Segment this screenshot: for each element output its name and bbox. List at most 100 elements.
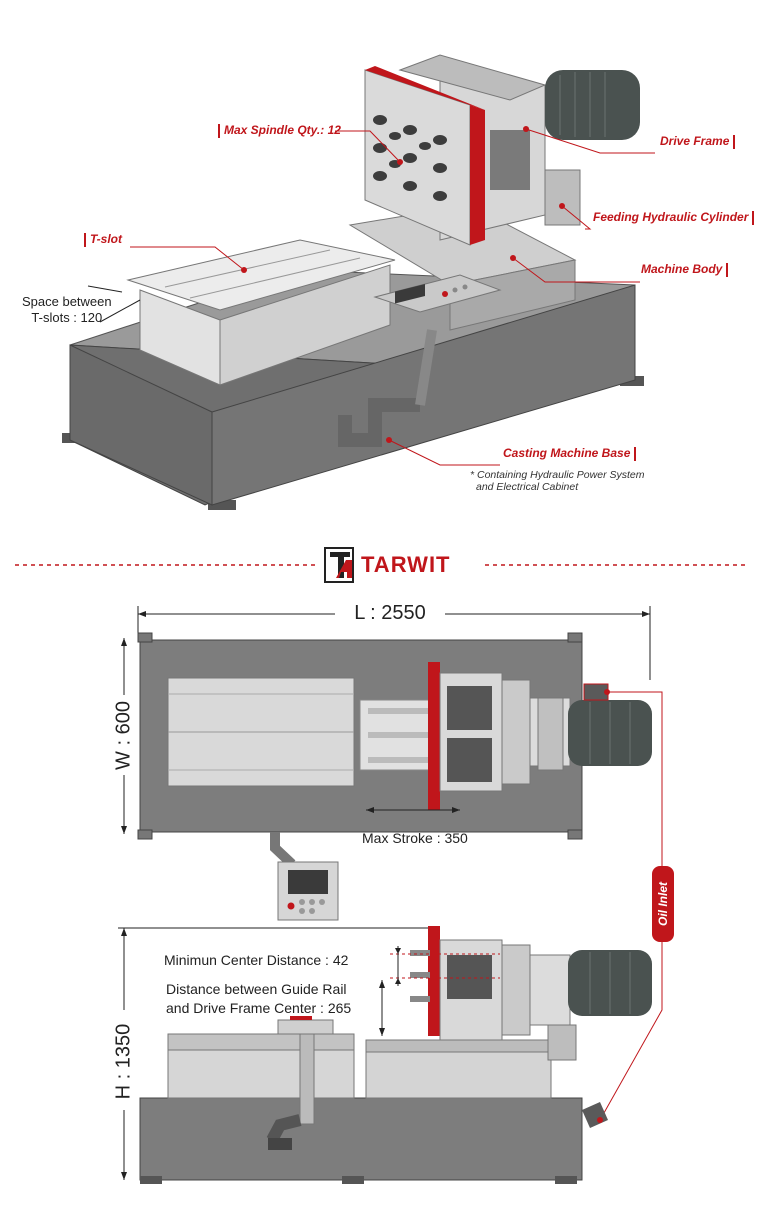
side-drive-plate xyxy=(428,926,440,1036)
brand: TARWIT xyxy=(325,548,451,582)
side-coupling xyxy=(529,954,571,1026)
top-base-foot xyxy=(567,632,583,643)
callout-bar xyxy=(634,446,637,461)
side-base xyxy=(139,1097,583,1181)
arrow-head xyxy=(379,980,385,988)
callout-drive-frame-label: Drive Frame xyxy=(660,134,730,148)
control-button xyxy=(452,287,458,293)
tslot-spacing-text: Space between T-slots : 120 xyxy=(22,294,112,326)
dim-width-label: W : 600 xyxy=(112,701,135,770)
oil-inlet-tag: Oil Inlet xyxy=(652,866,674,942)
spindle xyxy=(373,115,387,125)
spindle xyxy=(403,153,417,163)
spindle xyxy=(433,163,447,173)
side-rail xyxy=(365,1039,552,1053)
top-base-foot xyxy=(567,829,583,840)
control-screen xyxy=(395,284,425,304)
control-button xyxy=(287,902,295,910)
base-foot xyxy=(62,433,76,443)
side-pipe xyxy=(299,1033,315,1125)
callout-machine-body-label: Machine Body xyxy=(641,262,723,276)
logo-t xyxy=(330,552,350,578)
t-slot-groove xyxy=(164,249,331,288)
side-view xyxy=(113,926,652,1184)
dim-label-bg xyxy=(113,1010,135,1110)
base-foot xyxy=(208,500,236,510)
control-button xyxy=(299,908,305,914)
brand-name: TARWIT xyxy=(361,552,451,577)
callout-machine-body: Machine Body xyxy=(641,262,732,277)
drive-frame-plate-top xyxy=(365,66,485,110)
drive-frame-top xyxy=(398,54,547,101)
oil-inlet-leader xyxy=(607,691,663,866)
arrow-head xyxy=(366,807,374,813)
arrow-head xyxy=(642,611,650,617)
rail xyxy=(368,708,428,714)
logo-a xyxy=(336,560,352,578)
hydraulic-pipe xyxy=(338,398,420,447)
dim-stroke-label: Max Stroke : 350 xyxy=(362,830,468,846)
top-motor-flange xyxy=(537,697,564,771)
spindle xyxy=(373,171,387,181)
side-foot xyxy=(342,1176,364,1184)
side-cylinder xyxy=(547,1024,577,1061)
callout-casting-base: Casting Machine Base xyxy=(503,446,640,461)
motor xyxy=(545,70,640,140)
dim-label-bg xyxy=(335,605,445,625)
side-drive-window xyxy=(447,955,492,999)
callout-max-spindle: Max Spindle Qty.: 12 xyxy=(214,123,341,138)
tslot-spacing-arrows xyxy=(87,285,141,323)
dim-guide-rail-label: Distance between Guide Rail and Drive Fr… xyxy=(166,980,351,1018)
spindles xyxy=(373,115,447,201)
callout-max-spindle-label: Max Spindle Qty.: 12 xyxy=(224,123,341,137)
callout-bar xyxy=(733,134,736,149)
callout-feeding-cylinder-label: Feeding Hydraulic Cylinder xyxy=(593,210,749,224)
tslot-spacing-line1: Space between xyxy=(22,294,112,309)
pipe xyxy=(270,832,296,868)
spindle xyxy=(373,143,387,153)
top-drive-window xyxy=(447,686,492,730)
rail xyxy=(368,757,428,763)
dim-guide-rail-line1: Distance between Guide Rail xyxy=(166,981,347,997)
callout-t-slot-label: T-slot xyxy=(90,232,122,246)
drive-frame-plate xyxy=(470,105,485,245)
control-button xyxy=(309,899,315,905)
side-gearbox xyxy=(501,944,531,1036)
dim-height-label: H : 1350 xyxy=(112,1023,135,1100)
spindle xyxy=(433,135,447,145)
arrow-head xyxy=(121,1172,127,1180)
side-table-top xyxy=(167,1033,355,1051)
side-panel-button xyxy=(290,1016,312,1020)
top-view xyxy=(113,605,663,1121)
callout-bar xyxy=(752,210,755,225)
brand-logo-space xyxy=(325,548,353,582)
control-button xyxy=(309,908,315,914)
callout-bar xyxy=(218,123,220,138)
casting-note: * Containing Hydraulic Power System and … xyxy=(470,469,645,493)
arrow-head xyxy=(379,1028,385,1036)
control-button xyxy=(462,284,468,290)
casting-note-line2: and Electrical Cabinet xyxy=(476,481,579,493)
side-foot xyxy=(555,1176,577,1184)
spindle xyxy=(403,125,417,135)
arrow-head xyxy=(395,948,401,954)
side-foot xyxy=(140,1176,162,1184)
side-spindle xyxy=(410,996,430,1002)
side-spindle xyxy=(410,972,430,978)
arrow-head xyxy=(121,638,127,646)
arrow-head xyxy=(395,978,401,984)
isometric-view xyxy=(62,54,655,510)
top-gearbox xyxy=(501,679,531,785)
arrow-head xyxy=(121,928,127,936)
spindle xyxy=(389,132,401,140)
casting-note-line1: * Containing Hydraulic Power System xyxy=(470,469,645,481)
callout-t-slot: T-slot xyxy=(80,232,122,247)
brand-logo-mark xyxy=(324,547,354,583)
dim-label-bg xyxy=(113,695,135,775)
callout-bar xyxy=(726,262,729,277)
spindle xyxy=(419,142,431,150)
side-pipe-elbow xyxy=(266,1114,302,1143)
control-button xyxy=(442,291,448,297)
side-pipe-foot xyxy=(268,1138,292,1150)
